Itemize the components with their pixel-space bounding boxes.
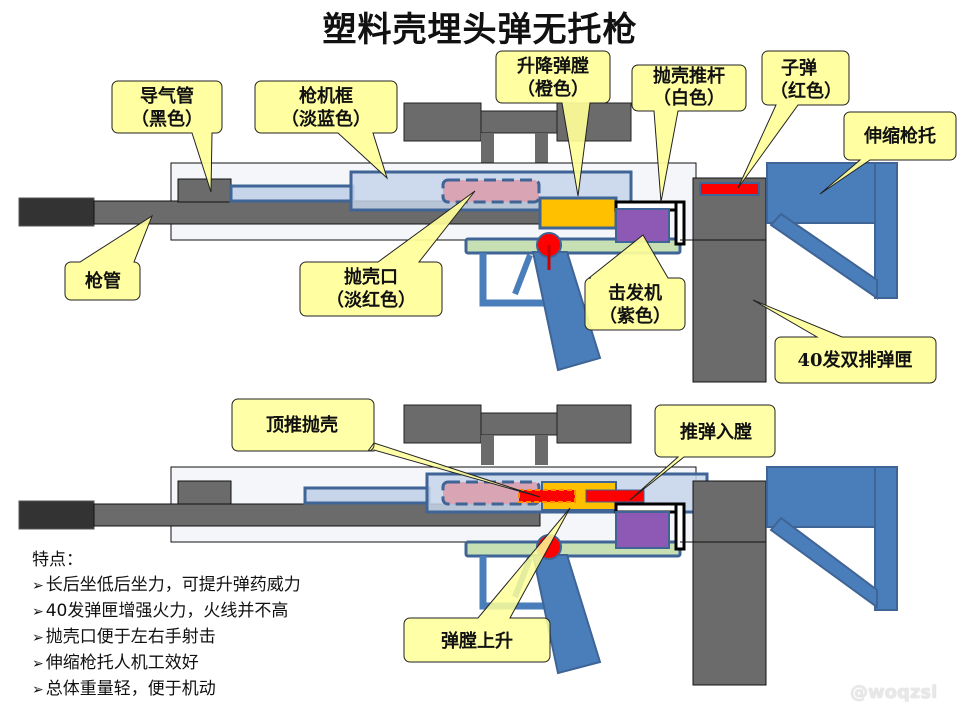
scope-mount-rear (535, 133, 548, 163)
feature-item: 长后坐低后坐力，可提升弹药威力 (32, 573, 301, 599)
callout-ejection-port-line1: 抛壳口 (344, 266, 398, 288)
feature-item: 伸缩枪托人机工效好 (32, 651, 301, 677)
trigger (512, 253, 533, 296)
gas-tube (229, 184, 355, 203)
magazine (692, 480, 767, 686)
gas-block (177, 480, 232, 505)
callout-magazine-line1: 40发双排弹匣 (797, 349, 912, 371)
scope-front (403, 102, 482, 142)
top-callouts (64, 50, 957, 384)
callout-top-ejection-line1: 顶推抛壳 (266, 414, 338, 436)
callout-chamber-rise (403, 507, 571, 663)
callout-lifting-chamber-line2: （橙色） (517, 78, 589, 100)
top-callout-texts: 导气管 （黑色） 枪机框 （淡蓝色） 升降弹膛 （橙色） 抛壳推杆 （白色） 子… (85, 55, 936, 371)
stock-strut (769, 212, 878, 300)
features-heading: 特点： (32, 550, 83, 570)
callout-barrel (64, 214, 154, 301)
trigger-guard (479, 253, 550, 307)
callout-ejector-rod (631, 64, 747, 203)
callout-ejection-port (299, 190, 476, 317)
ejector-rod (614, 502, 686, 514)
callout-gas-tube-line2: （黑色） (131, 108, 203, 130)
callout-bolt-carrier-line1: 枪机框 (299, 85, 353, 107)
feature-item: 总体重量轻，便于机动 (32, 677, 301, 703)
callout-telescoping-stock (819, 111, 957, 195)
callout-bolt-carrier (254, 80, 398, 180)
ejector-rod-end (674, 200, 686, 246)
ejector-rod-end (674, 502, 686, 551)
stock-butt (874, 162, 898, 299)
lifting-chamber (538, 196, 618, 230)
callout-gas-tube-line1: 导气管 (140, 85, 194, 107)
feature-item: 抛壳口便于左右手射击 (32, 625, 301, 651)
callout-ejector-rod-line1: 抛壳推杆 (653, 65, 725, 87)
scope-rear (556, 404, 632, 444)
scope-mount-front (481, 133, 494, 163)
callout-bullet (737, 50, 850, 189)
feature-item: 40发弹匣增强火力，火线并不高 (32, 599, 301, 625)
callout-ejection-port-line2: （淡红色） (326, 289, 416, 311)
muzzle (18, 500, 95, 530)
callout-bullet-line2: （红色） (770, 80, 842, 102)
callout-gas-tube (111, 80, 223, 193)
scope-front (403, 404, 482, 444)
callout-lifting-chamber (495, 50, 611, 197)
callout-top-ejection (231, 398, 541, 498)
scope-mount-rear (535, 435, 548, 465)
callout-lifting-chamber-line1: 升降弹膛 (517, 55, 589, 77)
callout-chamber-rise-line1: 弹膛上升 (441, 630, 513, 652)
scope-tube (480, 412, 558, 436)
callout-striker-line2: （紫色） (599, 305, 671, 327)
bottom-callouts (231, 398, 776, 663)
callout-telescoping-stock-line1: 伸缩枪托 (863, 125, 936, 147)
stock-body (766, 466, 876, 528)
stock-butt (874, 466, 898, 611)
bottom-callout-texts: 顶推抛壳 推弹入膛 弹膛上升 (266, 414, 752, 652)
callout-chambering-line1: 推弹入膛 (680, 421, 752, 443)
diagram-title: 塑料壳埋头弹无托枪 (322, 10, 638, 50)
ejection-port (441, 178, 541, 204)
callout-striker (584, 234, 686, 331)
callout-magazine (752, 299, 937, 384)
spent-case (518, 489, 576, 503)
scope-tube (480, 110, 558, 134)
gas-tube (303, 486, 431, 505)
callout-ejector-rod-line2: （白色） (653, 87, 725, 109)
callout-barrel-line1: 枪管 (85, 270, 121, 292)
scope-mount-front (481, 435, 494, 465)
magazine (692, 177, 767, 383)
watermark: @woqzsl (850, 682, 938, 703)
gas-block (177, 178, 232, 203)
callout-chambering (629, 404, 776, 501)
striker (615, 511, 670, 549)
callout-bullet-line1: 子弹 (781, 57, 817, 79)
features-list: 特点： 长后坐低后坐力，可提升弹药威力 40发弹匣增强火力，火线并不高 抛壳口便… (32, 548, 301, 703)
bottom-gun (18, 404, 898, 686)
stock-strut (769, 516, 878, 609)
callout-bolt-carrier-line2: （淡蓝色） (281, 108, 371, 130)
trigger-guard (479, 556, 550, 610)
bullet (699, 182, 760, 196)
callout-striker-line1: 击发机 (608, 282, 662, 304)
new-round (585, 489, 645, 503)
muzzle (18, 197, 95, 227)
